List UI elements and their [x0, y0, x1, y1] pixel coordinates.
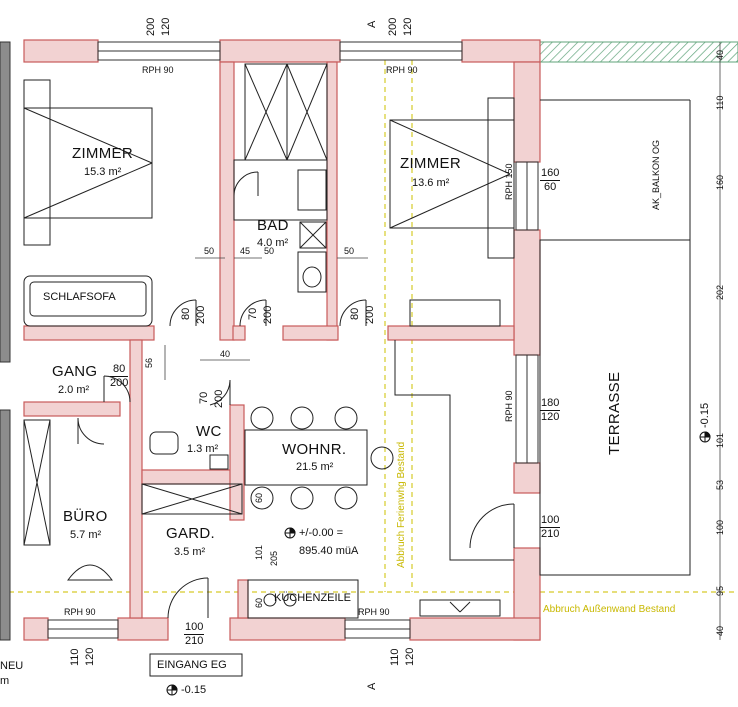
room-area-zimmer-1: 15.3 m²: [84, 166, 122, 178]
door-bad-b: 200: [262, 305, 274, 324]
dim-205: 205: [269, 550, 279, 566]
room-name-buero: BÜRO: [63, 508, 108, 525]
eingang-label: EINGANG EG: [157, 659, 227, 671]
walls: [23, 39, 541, 641]
opening-top-left-b: 120: [160, 17, 172, 36]
rph-bottom-left: RPH 90: [64, 607, 96, 617]
m-partial-label: m: [0, 675, 10, 687]
door-wc-t: 70: [198, 391, 210, 404]
room-area-gard: 3.5 m²: [174, 546, 206, 558]
dim-45: 45: [240, 246, 251, 256]
opening-top-mid-t: 200: [387, 17, 399, 36]
room-name-wohnr: WOHNR.: [282, 441, 347, 458]
dim-50-a: 50: [204, 246, 215, 256]
dim-60-a: 60: [254, 492, 264, 503]
room-name-gang: GANG: [52, 363, 98, 380]
door-zimmer2-t: 80: [349, 307, 361, 320]
door-wc-b: 200: [213, 389, 225, 408]
chain-dim-4: 202: [715, 284, 725, 300]
windows: [47, 41, 539, 639]
room-name-zimmer-1: ZIMMER: [72, 145, 133, 162]
existing-wall-left: [0, 41, 11, 363]
dim-50-c: 50: [344, 246, 355, 256]
room-area-wohnr: 21.5 m²: [296, 461, 334, 473]
rph-bottom-mid: RPH 90: [358, 607, 390, 617]
dim-60-b: 60: [254, 597, 264, 608]
window-bottom-left-b: 120: [84, 647, 96, 666]
opening-top-mid-b: 120: [402, 17, 414, 36]
door-zimmer1-t: 80: [180, 307, 192, 320]
room-name-bad: BAD: [257, 217, 289, 234]
level-markers: [166, 431, 711, 696]
dim-101: 101: [254, 544, 264, 560]
eingang-box: [149, 653, 243, 677]
room-name-terrasse: TERRASSE: [606, 371, 623, 455]
chain-dim-1: 40: [715, 49, 725, 60]
opening-top-left-t: 200: [145, 17, 157, 36]
door-bad-t: 70: [247, 307, 259, 320]
room-name-wc: WC: [196, 423, 222, 440]
room-area-bad: 4.0 m²: [257, 237, 289, 249]
balcony-hatch: [539, 41, 738, 63]
room-area-zimmer-2: 13.6 m²: [412, 177, 450, 189]
door-zimmer1-b: 200: [195, 305, 207, 324]
neu-partial-label: NEU: [0, 660, 24, 672]
window-bottom-left-t: 110: [69, 648, 81, 666]
window-bottom-mid-b: 120: [404, 647, 416, 666]
level-entrance: -0.15: [181, 684, 207, 696]
chain-dim-5: 101: [715, 432, 725, 448]
kuechenzeile-label: KÜCHENZEILE: [274, 592, 352, 604]
room-name-gard: GARD.: [166, 525, 216, 542]
rph-right-mid: RPH 90: [504, 390, 514, 422]
section-marker-top: A: [366, 20, 378, 28]
level-terrace: -0.15: [699, 402, 711, 428]
abbruch-aussenwand-label: Abbruch Außenwand Bestand: [543, 604, 676, 615]
ak-balkon-label: AK_BALKON OG: [651, 139, 661, 210]
room-name-zimmer-2: ZIMMER: [400, 155, 461, 172]
chain-dim-8: 95: [715, 585, 725, 596]
dim-50-b: 50: [264, 246, 275, 256]
dim-40: 40: [220, 349, 231, 359]
level-main-line2: 895.40 müA: [299, 545, 359, 557]
dim-56: 56: [144, 357, 154, 368]
rph-top-mid: RPH 90: [386, 65, 418, 75]
chain-dim-6: 53: [715, 479, 725, 490]
schlafsofa-label: SCHLAFSOFA: [43, 291, 116, 303]
rph-right-upper: RPH 150: [504, 163, 514, 200]
abbruch-ferienwhg-label: Abbruch Ferienwhg Bestand: [396, 441, 407, 568]
room-area-wc: 1.3 m²: [187, 443, 219, 455]
room-area-gang: 2.0 m²: [58, 384, 90, 396]
room-area-buero: 5.7 m²: [70, 529, 102, 541]
chain-dim-7: 100: [715, 519, 725, 535]
chain-dim-2: 110: [715, 95, 725, 110]
rph-top-left: RPH 90: [142, 65, 174, 75]
chain-dim-3: 160: [715, 174, 725, 190]
section-marker-bottom: A: [366, 682, 378, 690]
door-zimmer2-b: 200: [364, 305, 376, 324]
chain-dim-9: 40: [715, 625, 725, 636]
window-bottom-mid-t: 110: [389, 648, 401, 666]
level-main-line1: +/-0.00 =: [299, 527, 344, 539]
